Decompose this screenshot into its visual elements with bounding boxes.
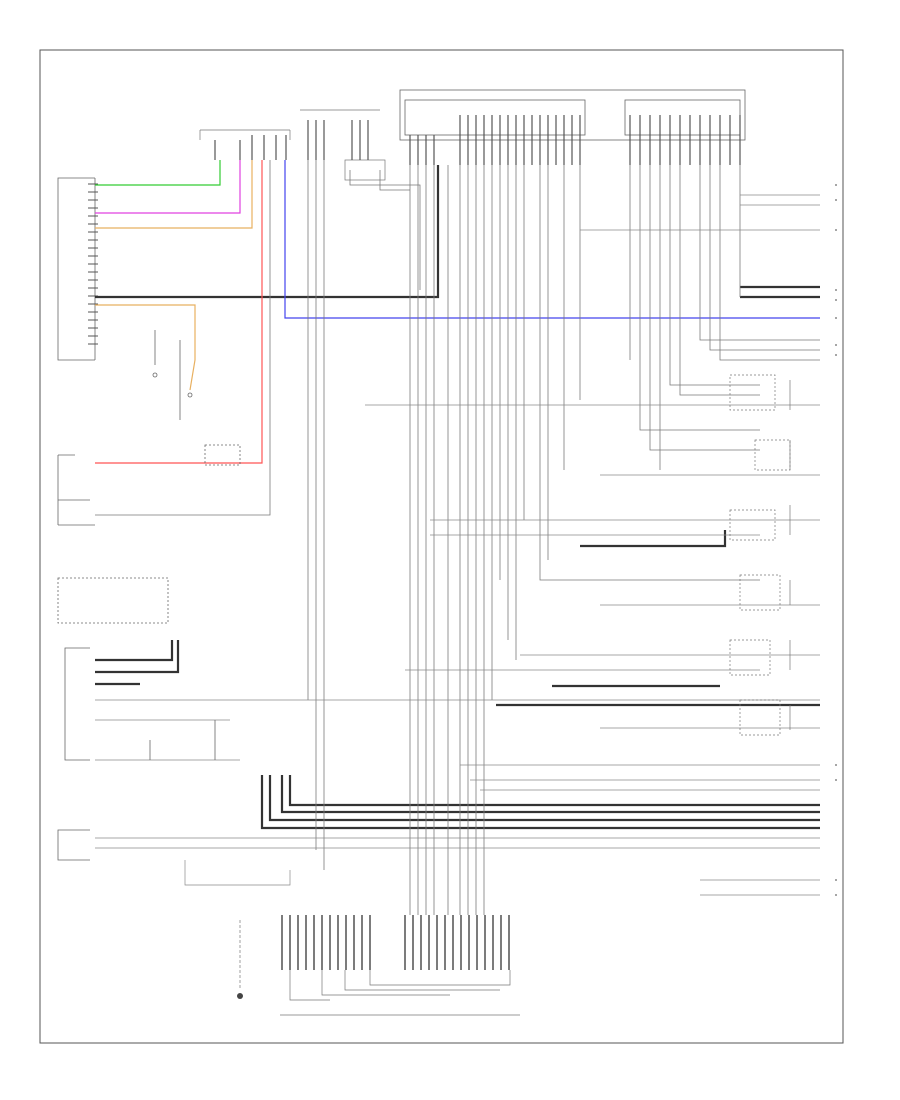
orange-wire-lower	[95, 304, 196, 391]
ground-symbol	[237, 920, 243, 999]
connector-block-top-left	[199, 129, 291, 140]
bottom-connector-left	[281, 915, 371, 970]
side-sensor-block	[57, 577, 169, 624]
vertical-trunk-wires	[95, 160, 820, 915]
pink-wire	[95, 160, 241, 214]
left-pin-stack	[88, 183, 98, 345]
bottom-connector-right	[404, 915, 510, 970]
diagram-frame	[39, 49, 844, 1044]
right-side-component-brackets	[729, 374, 791, 736]
green-wire	[95, 160, 221, 186]
blue-wire	[284, 160, 820, 319]
left-main-ecu-block	[57, 177, 96, 361]
thick-bundle-lines	[95, 165, 820, 830]
red-wire	[95, 160, 263, 464]
airbag-sensor-block	[64, 647, 90, 761]
bottom-connector-bus	[280, 970, 520, 1016]
pretensioner-block	[57, 454, 95, 526]
right-edge-terminals	[835, 184, 837, 896]
ecu-pin-stubs	[409, 115, 741, 165]
connector-block-top-middle	[300, 109, 386, 181]
orange-wire-upper	[95, 160, 253, 229]
left-switch-symbols	[149, 330, 241, 760]
top-pin-stubs	[214, 120, 369, 160]
seat-position-sensor-block	[57, 829, 90, 861]
horizontal-feed-lines	[95, 194, 820, 896]
